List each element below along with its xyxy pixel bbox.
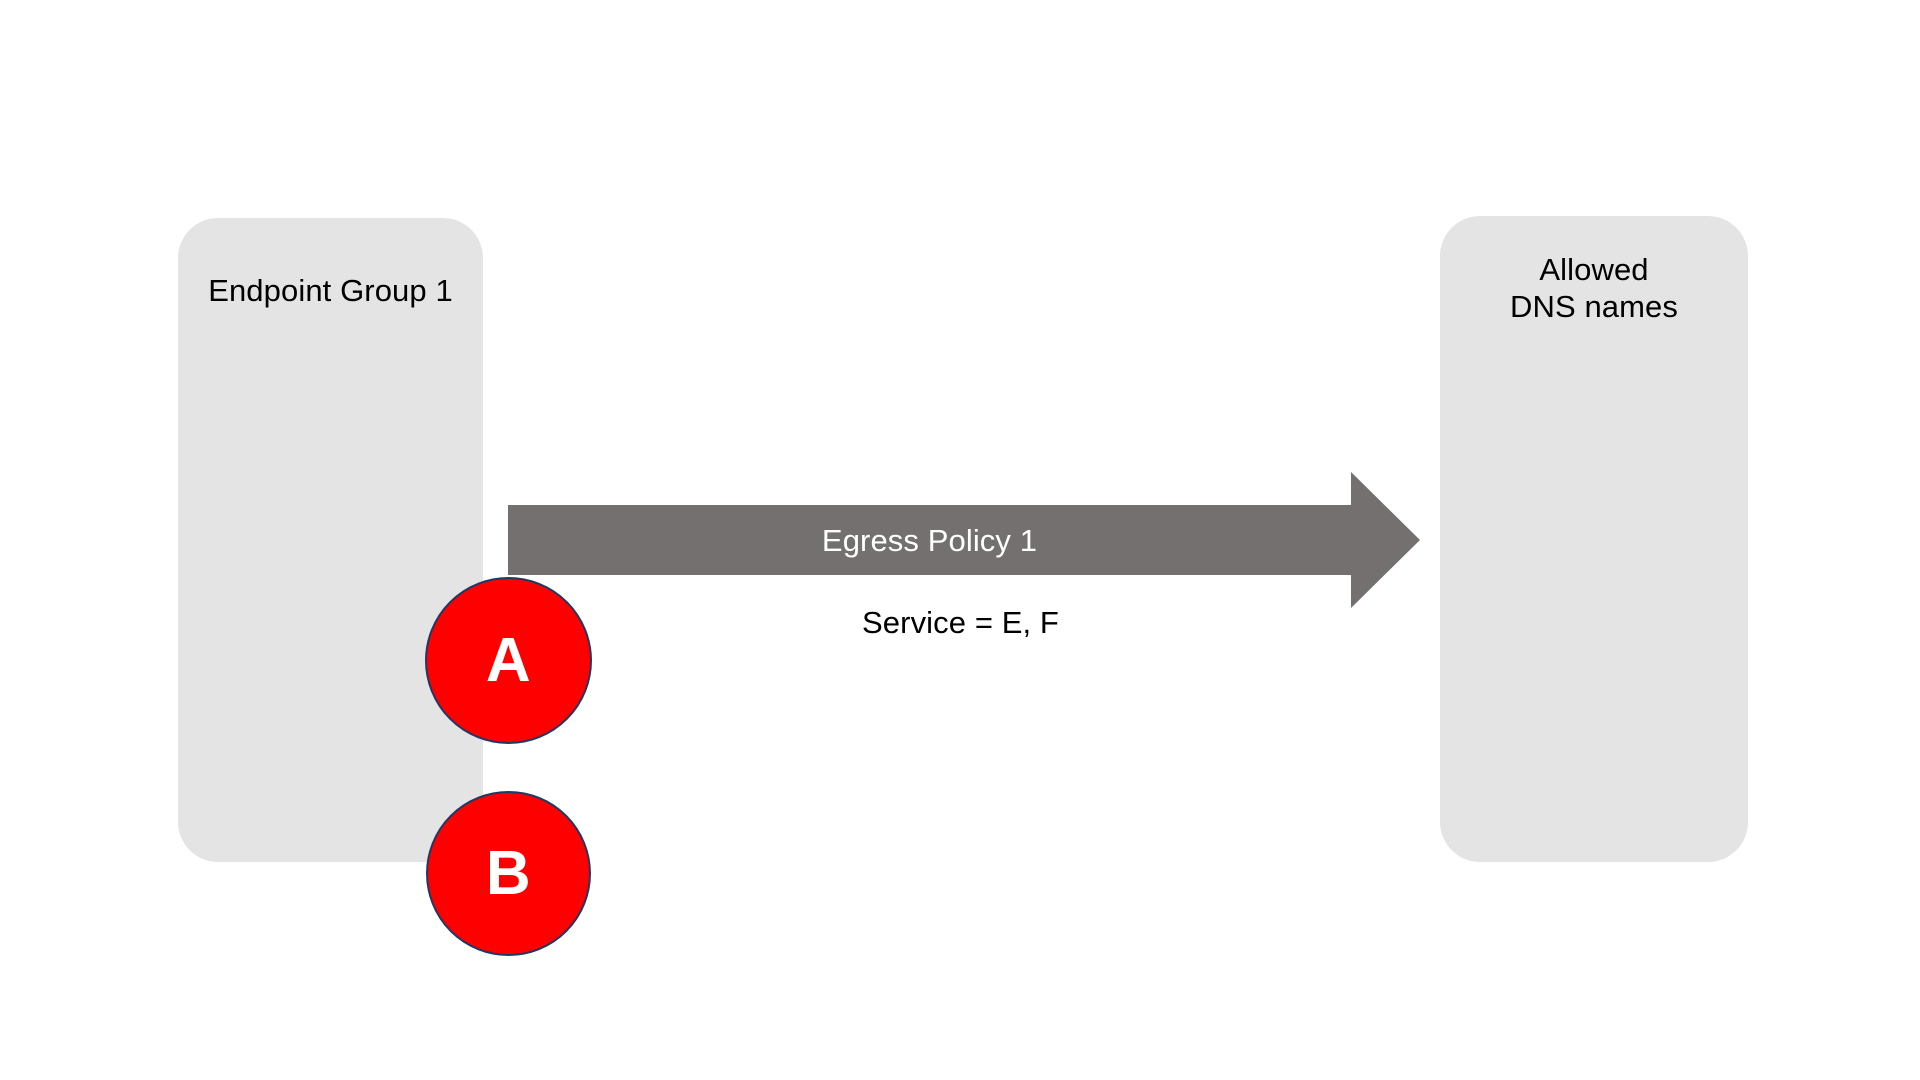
endpoint-group-title: Endpoint Group 1 xyxy=(208,273,453,308)
egress-policy-arrow-icon xyxy=(508,472,1420,608)
endpoint-node-a-label: A xyxy=(485,625,532,695)
endpoint-node-b: B xyxy=(426,791,591,956)
endpoint-node-a: A xyxy=(425,577,592,744)
egress-policy-service-rule: Service = E, F xyxy=(862,605,1059,640)
endpoint-node-b-label: B xyxy=(485,838,532,908)
endpoint-group-panel: Endpoint Group 1 A B xyxy=(178,218,592,956)
allowed-dns-names-title-line-1: Allowed xyxy=(1539,252,1649,287)
arrow-right-shape xyxy=(508,472,1420,608)
allowed-dns-names-title-line-2: DNS names xyxy=(1509,288,1678,324)
